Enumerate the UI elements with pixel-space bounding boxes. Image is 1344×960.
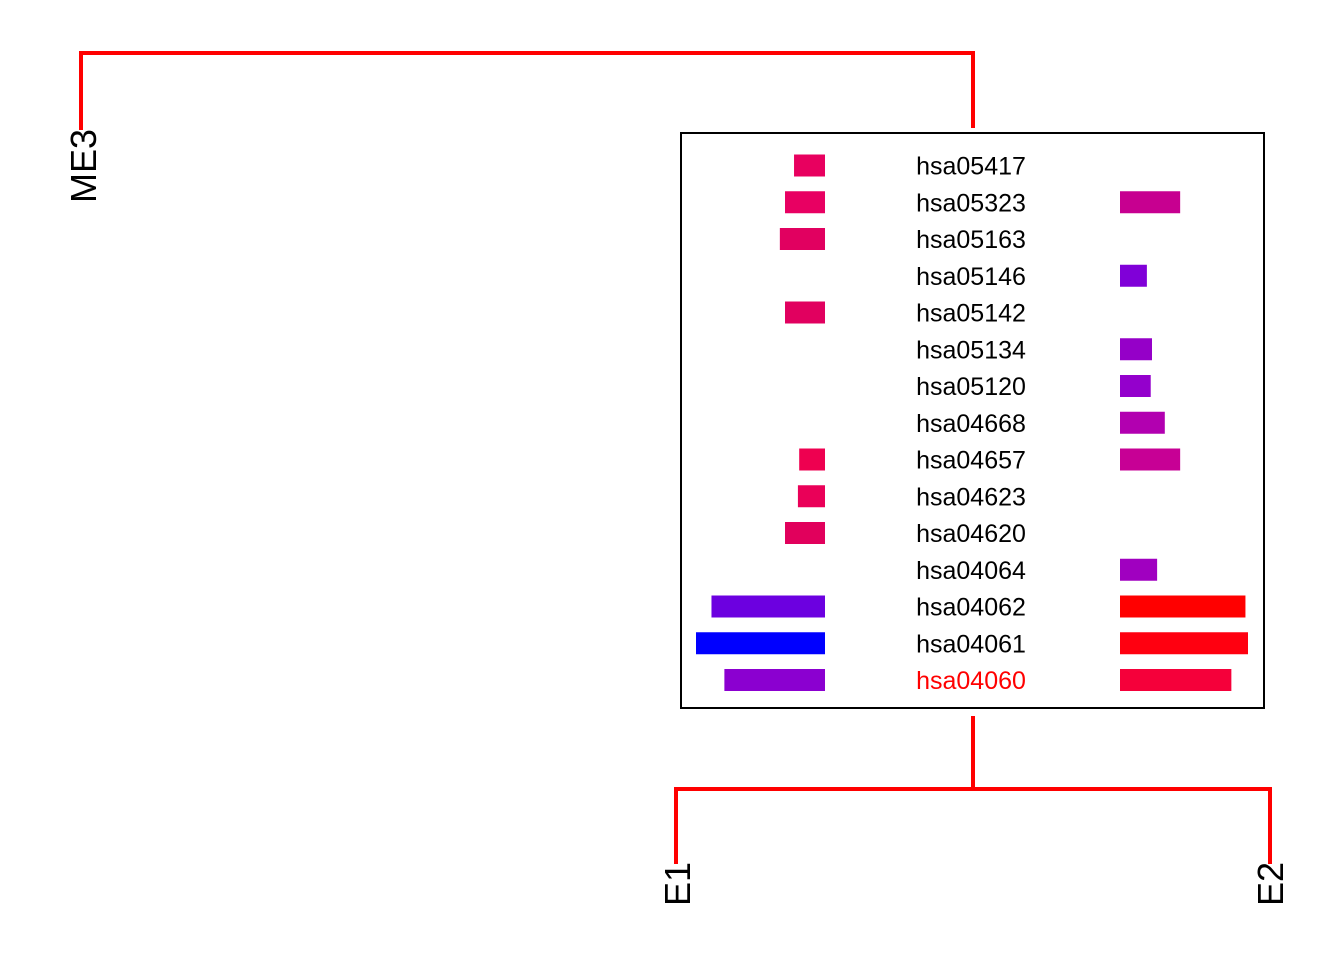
root-node-label: ME3 <box>63 129 104 203</box>
pathway-label: hsa04623 <box>916 483 1026 511</box>
left-bars-group <box>696 154 825 691</box>
right-bar <box>1120 411 1165 434</box>
tree-top-branch <box>79 51 975 130</box>
left-bar <box>799 448 825 471</box>
left-bar <box>779 228 825 250</box>
right-bar <box>1120 595 1246 618</box>
right-bar <box>1120 191 1181 214</box>
left-bar <box>696 632 825 655</box>
right-bar <box>1120 264 1147 287</box>
leaf-node-label-e2: E2 <box>1250 862 1291 906</box>
pathway-label: hsa05120 <box>916 373 1026 401</box>
pathway-label: hsa05417 <box>916 153 1026 181</box>
right-bar <box>1120 669 1232 691</box>
left-bar <box>794 154 825 177</box>
right-bars-group <box>1120 191 1248 691</box>
pathway-label: hsa04061 <box>916 630 1026 658</box>
right-bar <box>1120 375 1151 397</box>
pathway-label: hsa05323 <box>916 189 1026 217</box>
tree-bottom-branch <box>674 716 1272 864</box>
pathway-label: hsa04062 <box>916 594 1026 622</box>
leaf-node-label-e1: E1 <box>657 862 698 906</box>
left-bar <box>785 522 825 544</box>
pathway-label: hsa04064 <box>916 557 1026 585</box>
left-bar <box>711 595 825 618</box>
pathway-label: hsa05146 <box>916 263 1026 291</box>
pathway-label: hsa05134 <box>916 336 1026 364</box>
pathway-label: hsa04620 <box>916 520 1026 548</box>
left-bar <box>797 485 825 508</box>
right-bar <box>1120 558 1158 581</box>
pathway-label: hsa04657 <box>916 447 1026 475</box>
pathway-label: hsa04668 <box>916 410 1026 438</box>
right-bar <box>1120 338 1152 361</box>
right-bar <box>1120 632 1248 655</box>
pathway-label: hsa04060 <box>916 667 1026 695</box>
pathway-label: hsa05142 <box>916 300 1026 328</box>
right-bar <box>1120 448 1181 471</box>
pathway-label: hsa05163 <box>916 226 1026 254</box>
pathway-labels-group: hsa05417 hsa05323 hsa05163 hsa05146 hsa05142… <box>916 153 1026 696</box>
left-bar <box>785 301 825 324</box>
left-bar <box>724 669 825 691</box>
left-bar <box>785 191 825 214</box>
